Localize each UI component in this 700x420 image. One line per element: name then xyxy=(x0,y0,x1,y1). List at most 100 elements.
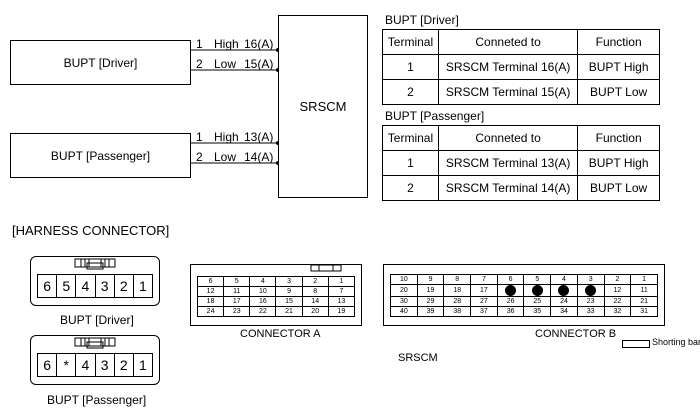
connector-latch-icon xyxy=(74,258,116,270)
table-row: 1 SRSCM Terminal 13(A) BUPT High xyxy=(382,150,660,176)
connector-b-label: CONNECTOR B xyxy=(535,328,617,340)
bupt-passenger-connector: 6 * 4 3 2 1 xyxy=(30,335,160,385)
header-function: Function xyxy=(577,29,660,55)
driver-line-2-term: 15(A) xyxy=(244,57,274,71)
driver-line-2-name: Low xyxy=(214,57,237,71)
pin-cell: 9 xyxy=(275,286,303,297)
pin-cell: 5 xyxy=(523,274,552,285)
table-cell: 2 xyxy=(382,175,439,201)
bupt-driver-box-label: BUPT [Driver] xyxy=(63,55,138,70)
srscm-label: SRSCM xyxy=(398,352,438,364)
pin: 1 xyxy=(139,278,147,294)
pin: 6 xyxy=(38,275,58,297)
pin-cell: 39 xyxy=(416,306,445,317)
pin-cell: 24 xyxy=(196,306,225,317)
passenger-table-title: BUPT [Passenger] xyxy=(385,109,485,123)
pin-cell: 10 xyxy=(249,286,277,297)
shorting-bar-pin xyxy=(496,284,525,297)
pin-cell: 6 xyxy=(496,274,525,285)
shorting-bar-pin xyxy=(523,284,552,297)
pin-cell: 1 xyxy=(327,276,356,287)
srscm-box: SRSCM xyxy=(278,15,368,198)
pin-cell: 20 xyxy=(301,306,329,317)
filled-pin-dot xyxy=(585,285,597,296)
pin-cell: 17 xyxy=(223,296,251,307)
pin-cell: 15 xyxy=(275,296,303,307)
header-terminal: Terminal xyxy=(382,125,439,151)
driver-line-1-name: High xyxy=(214,37,239,51)
pin: 4 xyxy=(76,275,96,297)
connector-a-latch-icon xyxy=(310,264,342,272)
header-function: Function xyxy=(577,125,660,151)
pin-cell: 36 xyxy=(496,306,525,317)
driver-line-1-num: 1 xyxy=(196,37,203,51)
driver-line-1-term: 16(A) xyxy=(244,37,274,51)
filled-pin-dot xyxy=(505,285,517,296)
pin-cell: 29 xyxy=(416,296,445,307)
pin: 2 xyxy=(115,354,134,376)
connector-a-label: CONNECTOR A xyxy=(240,328,321,340)
pin-cell: 11 xyxy=(223,286,251,297)
pin-cell: 1 xyxy=(630,274,658,285)
pin-cell: 40 xyxy=(390,306,418,317)
pin-cell: 23 xyxy=(576,296,605,307)
pin-cell: 6 xyxy=(196,276,225,287)
table-row: 1 SRSCM Terminal 16(A) BUPT High xyxy=(382,54,660,80)
table-cell: 2 xyxy=(382,79,439,105)
pin-cell: 3 xyxy=(576,274,605,285)
pin-cell: 2 xyxy=(301,276,329,287)
bupt-passenger-box: BUPT [Passenger] xyxy=(10,133,191,178)
table-cell: SRSCM Terminal 13(A) xyxy=(437,150,579,176)
pin-cell: 34 xyxy=(550,306,578,317)
pin-cell: 2 xyxy=(603,274,632,285)
bupt-driver-box: BUPT [Driver] xyxy=(10,40,191,85)
driver-table-title: BUPT [Driver] xyxy=(385,13,459,27)
pin-cell: 11 xyxy=(630,284,658,297)
pin-cell: 21 xyxy=(630,296,658,307)
harness-connector-title: [HARNESS CONNECTOR] xyxy=(12,223,170,238)
header-connected-to: Conneted to xyxy=(437,29,579,55)
pin: 3 xyxy=(96,354,115,376)
pin-cell: 8 xyxy=(443,274,472,285)
pin-cell: 23 xyxy=(223,306,251,317)
pin-cell: 8 xyxy=(301,286,329,297)
table-cell: BUPT Low xyxy=(577,175,660,201)
filled-pin-dot xyxy=(531,285,543,296)
table-header-row: Terminal Conneted to Function xyxy=(382,125,660,151)
bupt-driver-connector: 6 5 4 3 2 1 xyxy=(30,256,160,306)
pin-cell: 19 xyxy=(416,284,445,297)
header-terminal: Terminal xyxy=(382,29,439,55)
pin-cell: 4 xyxy=(550,274,578,285)
pin-cell: 27 xyxy=(470,296,498,307)
table-row: 2 SRSCM Terminal 15(A) BUPT Low xyxy=(382,79,660,105)
bupt-passenger-label: BUPT [Passenger] xyxy=(47,393,147,407)
pin-cell: 12 xyxy=(196,286,225,297)
passenger-line-2-name: Low xyxy=(214,150,237,164)
shorting-bar-legend-swatch xyxy=(622,340,650,348)
pin-cell: 21 xyxy=(275,306,303,317)
pin-cell: 3 xyxy=(275,276,303,287)
pin-cell: 35 xyxy=(523,306,552,317)
passenger-line-1-name: High xyxy=(214,130,239,144)
pin-cell: 14 xyxy=(301,296,329,307)
pin-cell: 13 xyxy=(327,296,356,307)
table-cell: BUPT Low xyxy=(577,79,660,105)
bupt-passenger-box-label: BUPT [Passenger] xyxy=(50,148,151,163)
pin-cell: 25 xyxy=(523,296,552,307)
pin-cell: 7 xyxy=(470,274,498,285)
passenger-terminal-table: Terminal Conneted to Function 1 SRSCM Te… xyxy=(382,125,660,201)
driver-line-2-num: 2 xyxy=(196,57,203,71)
pin-cell: 9 xyxy=(416,274,445,285)
pin-cell: 5 xyxy=(223,276,251,287)
pin-cell: 16 xyxy=(249,296,277,307)
